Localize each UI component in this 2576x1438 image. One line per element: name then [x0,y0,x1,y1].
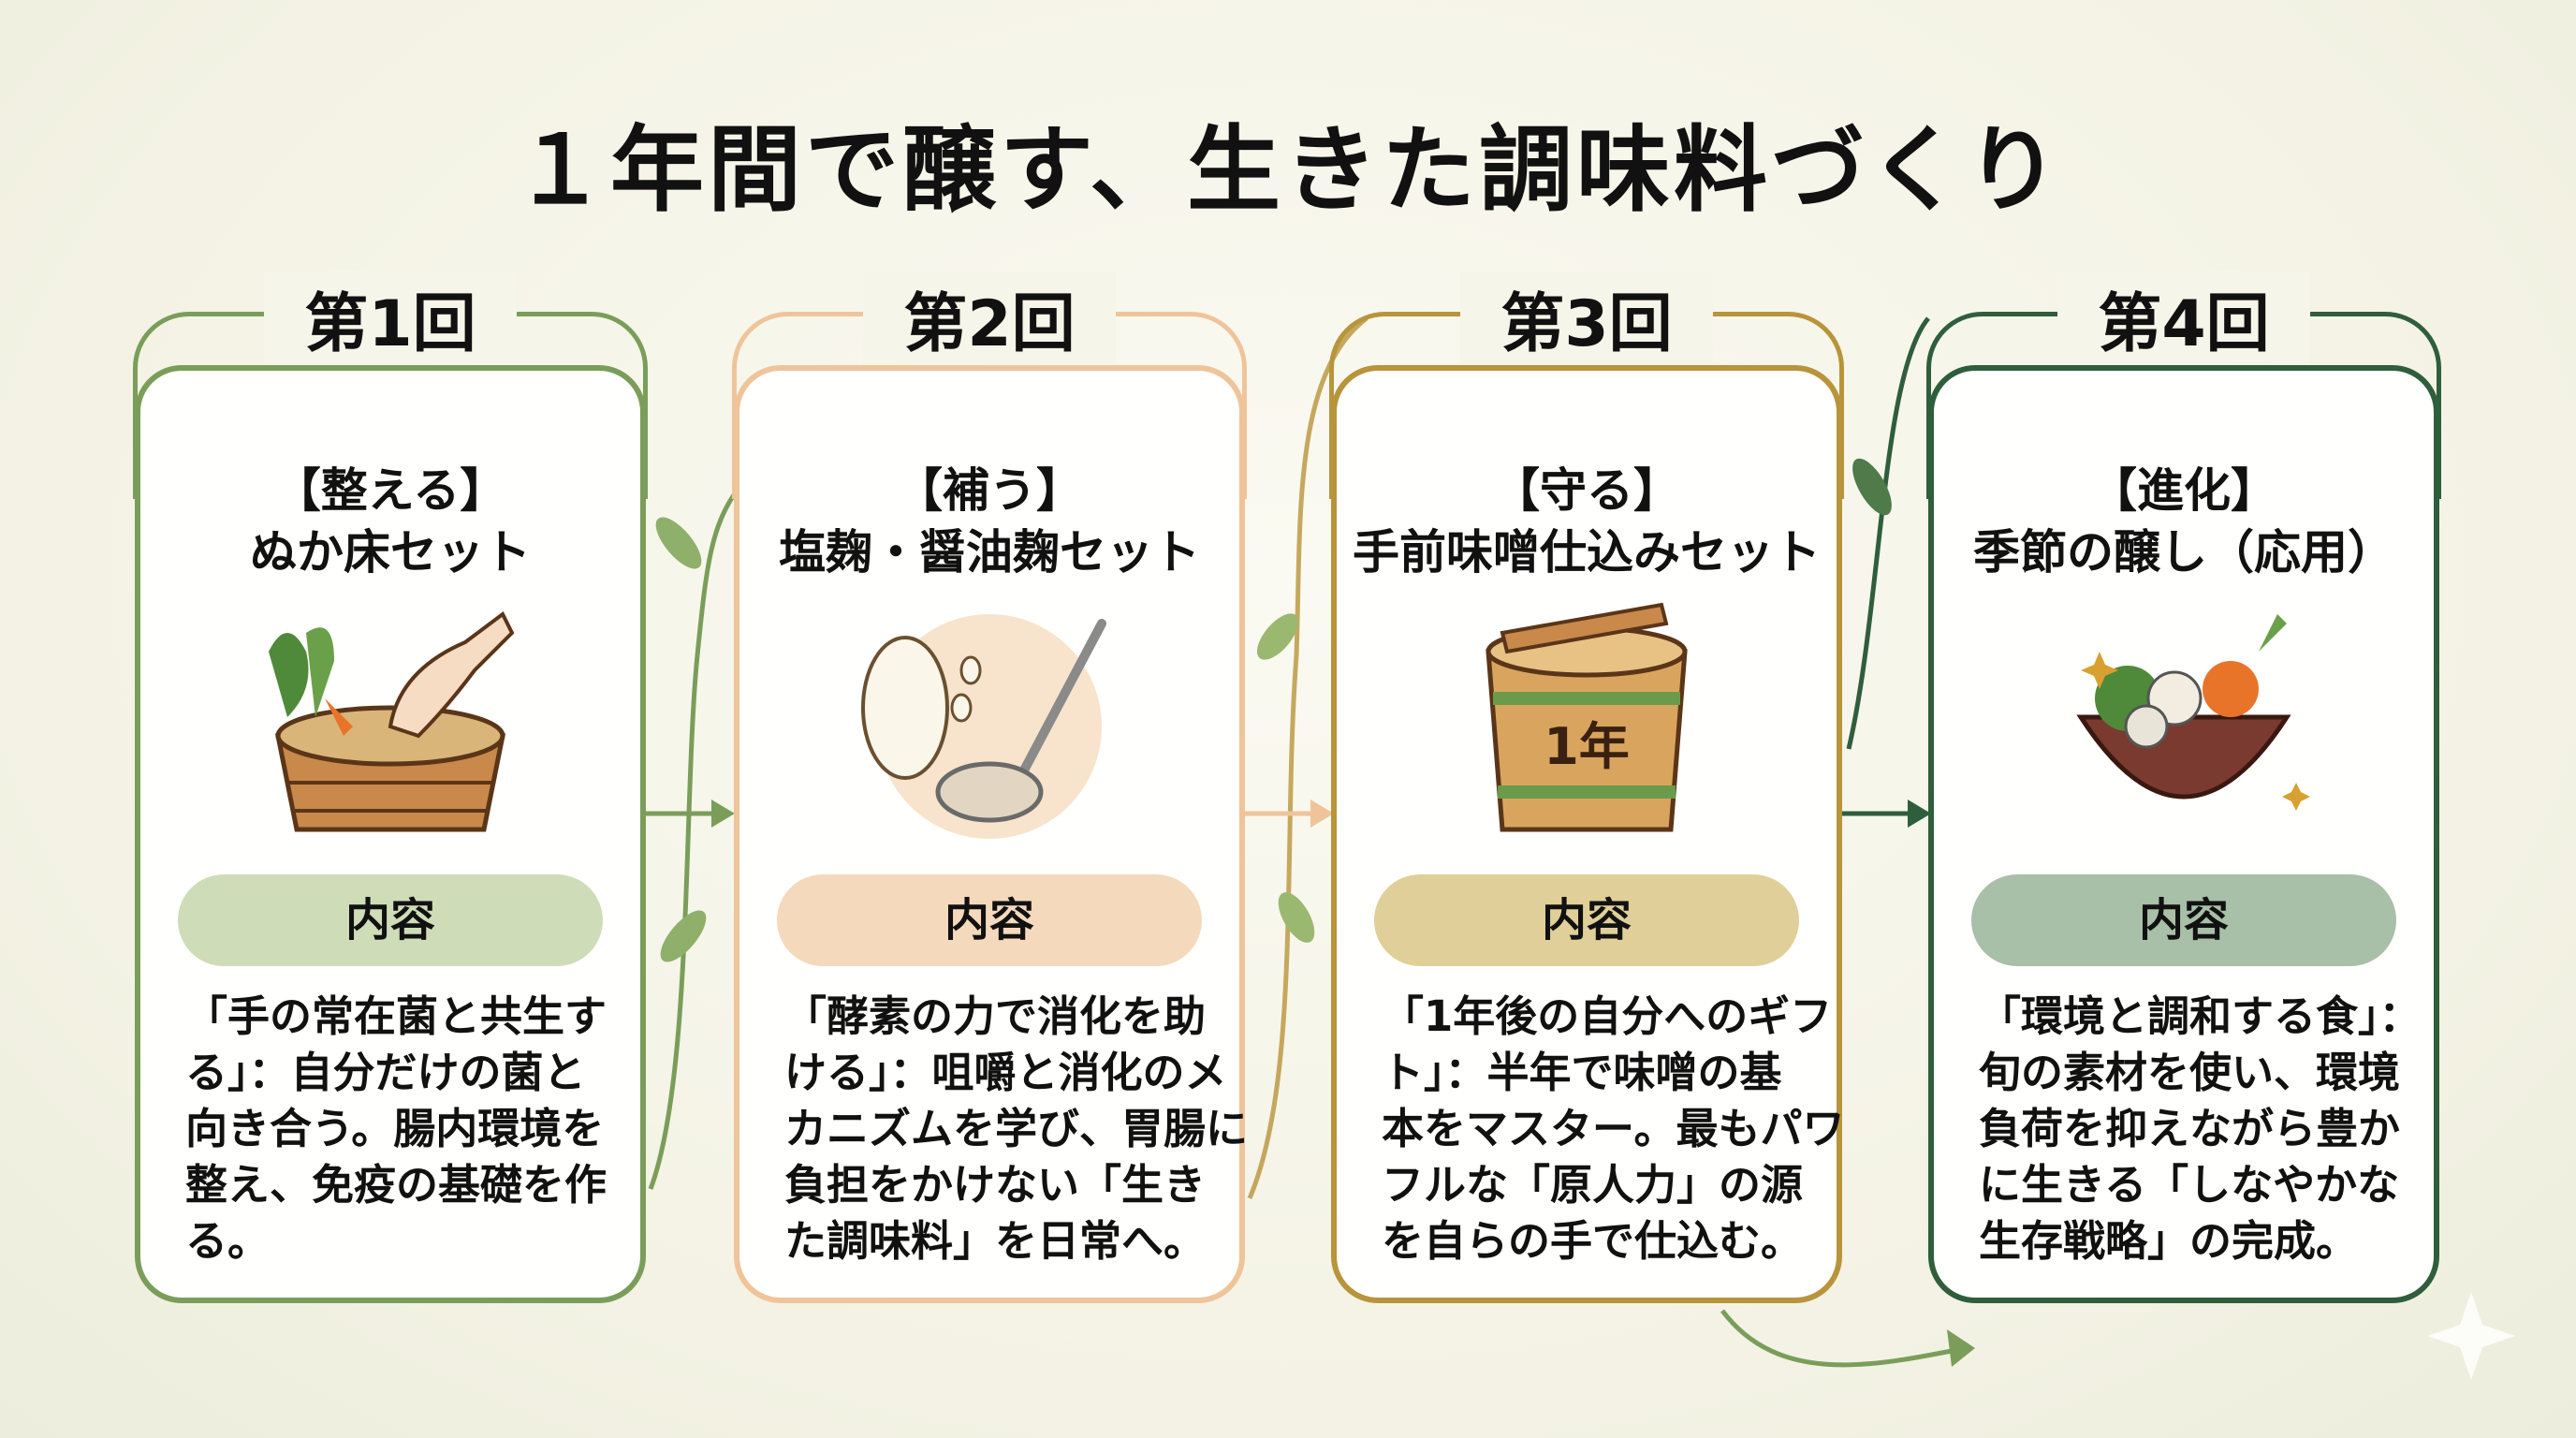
description-line: 旬の素材を使い、環境 [1979,1048,2401,1097]
description-line: 「環境と調和する食」： [1979,991,2422,1041]
description-line: 「1年後の自分へのギフ [1382,991,1833,1041]
arrow-3-4-icon [1842,800,1931,828]
description-line: 生存戦略」の完成。 [1979,1216,2359,1266]
content-label: 内容 [1971,874,2396,966]
description-line: 整え、免疫の基礎を作 [185,1160,607,1210]
session-description: 「酵素の力で消化を助ける」：咀嚼と消化のメカニズムを学び、胃腸に負担をかけない「… [784,989,1249,1269]
session-name: 塩麹・醤油麹セット [779,525,1200,580]
description-line: る。 [185,1216,271,1266]
description-line: 負荷を抑えながら豊か [1979,1104,2401,1153]
session-name: 季節の醸し（応用） [1973,525,2394,580]
session-title: 【進化】季節の醸し（応用） [1934,460,2434,583]
session-theme: 【補う】 [896,463,1083,518]
session-card-1: 【整える】ぬか床セット 内容 「手の常在菌と共生する」：自分だけの菌と向き合う。… [135,365,646,1303]
session-card-2: 【補う】塩麹・醤油麹セット 内容 「酵素の力で消化を助ける」：咀嚼と消化のメカニ… [734,365,1249,1303]
arrow-1-2-icon [646,800,735,828]
page-title: １年間で醸す、生きた調味料づくり [513,115,2063,225]
description-line: 向き合う。腸内環境を [185,1104,605,1153]
description-line: カニズムを学び、胃腸に [784,1104,1249,1153]
description-line: に生きる「しなやかな [1979,1160,2400,1210]
description-line: 「酵素の力で消化を助 [784,991,1207,1041]
session-description: 「手の常在菌と共生する」：自分だけの菌と向き合う。腸内環境を整え、免疫の基礎を作… [185,989,612,1269]
description-line: フルな「原人力」の源 [1382,1160,1804,1210]
vegetable-bowl-icon [2076,614,2310,811]
description-line: た調味料」を日常へ。 [784,1216,1207,1266]
description-line: る」：自分だけの菌と [185,1048,586,1097]
session-title: 【守る】手前味噌仕込みセット [1337,460,1837,583]
session-name: 手前味噌仕込みセット [1353,525,1821,580]
description-line: 負担をかけない「生き [784,1160,1207,1210]
content-label: 内容 [178,874,603,966]
session-theme: 【守る】 [1493,463,1680,518]
session-theme: 【整える】 [273,463,507,518]
barrel-label: 1年 [1544,717,1630,776]
session-name: ぬか床セット [250,525,531,580]
description-line: 「手の常在菌と共生す [185,991,607,1041]
arrow-2-3-icon [1245,800,1334,828]
description-line: ける」：咀嚼と消化のメ [784,1048,1227,1097]
session-card-3: 【守る】手前味噌仕込みセット 1年 内容 「1年後の自分へのギフト」：半年で味噌… [1331,365,1845,1303]
session-theme: 【進化】 [2090,463,2277,518]
session-card-4: 【進化】季節の醸し（応用） 内容 「環境と調和する食」： 旬の素材を使い、環境負荷… [1928,365,2439,1303]
round-2-label: 第2回 [863,271,1116,364]
round-1-label: 第1回 [264,271,517,364]
description-line: 本をマスター。最もパワ [1382,1104,1845,1153]
description-line: ト」：半年で味噌の基 [1382,1048,1782,1097]
session-description: 「環境と調和する食」： 旬の素材を使い、環境負荷を抑えながら豊かに生きる「しなやか… [1979,989,2422,1269]
nuka-tub-icon [269,610,515,832]
description-line: を自らの手で仕込む。 [1382,1216,1804,1266]
content-label: 内容 [777,874,1202,966]
round-3-label: 第3回 [1460,271,1713,364]
session-description: 「1年後の自分へのギフト」：半年で味噌の基本をマスター。最もパワフルな「原人力」… [1382,989,1845,1269]
content-label: 内容 [1374,874,1799,966]
koji-ladle-icon [861,614,1106,839]
session-title: 【整える】ぬか床セット [140,460,640,583]
miso-barrel-icon: 1年 [1486,602,1688,832]
session-title: 【補う】塩麹・醤油麹セット [739,460,1239,583]
round-4-label: 第4回 [2057,271,2310,364]
